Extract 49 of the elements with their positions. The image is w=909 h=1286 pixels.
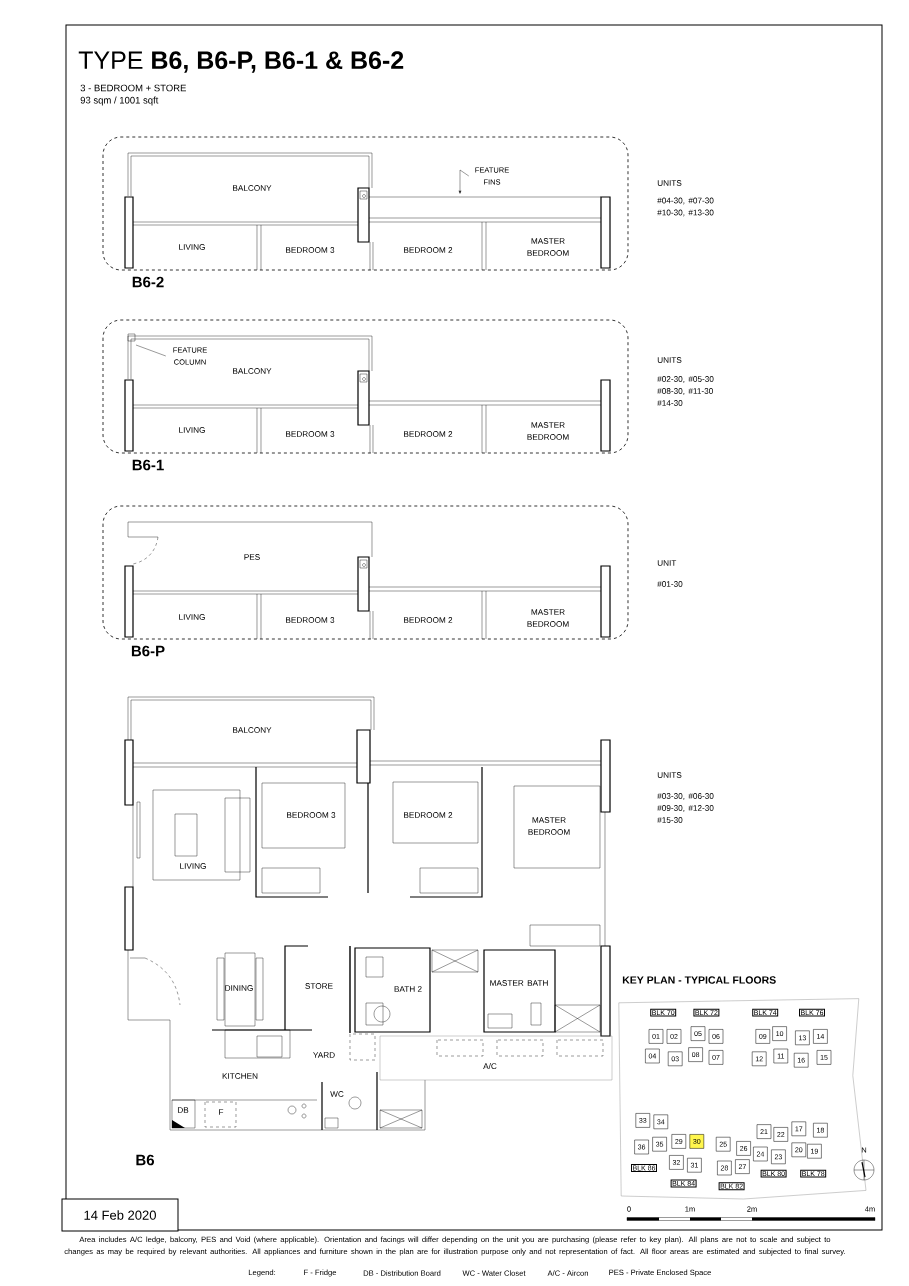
room-label: DINING: [225, 985, 253, 991]
room-label: BATH 2: [394, 986, 422, 992]
room-label: BEDROOM 2: [404, 247, 453, 253]
room-label: WC: [330, 1091, 344, 1097]
room-label: LIVING: [179, 244, 205, 250]
leader-line: [135, 344, 166, 357]
room-label: BALCONY: [233, 368, 272, 374]
room-label: MASTER BATH: [490, 980, 548, 986]
note: 93 sqm / 1001 sqft: [80, 96, 159, 106]
units-heading: UNITS: [657, 180, 682, 186]
room-label: LIVING: [179, 614, 205, 620]
arrow: [458, 169, 469, 194]
unit-list: #03-30, #06-30 #09-30, #12-30 #15-30: [657, 793, 714, 823]
room-label: BEDROOM 3: [286, 431, 335, 437]
room-label: BEDROOM 3: [286, 617, 335, 623]
room-label: MASTER BEDROOM: [527, 609, 569, 627]
key-plan-title: KEY PLAN - TYPICAL FLOORS: [622, 976, 776, 984]
room-label: BEDROOM 2: [404, 431, 453, 437]
room-label: DB: [178, 1107, 189, 1113]
room-label: BEDROOM 2: [404, 812, 453, 818]
room-label: BALCONY: [233, 185, 272, 191]
date-box: 14 Feb 2020: [61, 1198, 179, 1232]
note: 3 - BEDROOM + STORE: [80, 84, 186, 92]
room-label: A/C: [483, 1063, 497, 1069]
units-heading: UNITS: [657, 772, 682, 778]
room-label: KITCHEN: [222, 1073, 258, 1079]
room-label: YARD: [313, 1052, 335, 1058]
room-label: BEDROOM 2: [404, 617, 453, 623]
room-label: BEDROOM 3: [287, 812, 336, 818]
plan-label: B6-2: [132, 276, 164, 288]
units-heading: UNITS: [657, 357, 682, 363]
unit-list: #02-30, #05-30 #08-30, #11-30 #14-30: [657, 376, 714, 406]
room-label: LIVING: [180, 863, 206, 869]
room-label: MASTER BEDROOM: [528, 817, 570, 835]
room-label: BALCONY: [233, 727, 272, 733]
plan-label: B6-P: [131, 645, 165, 657]
room-label: F: [219, 1109, 224, 1115]
room-label: MASTER BEDROOM: [527, 238, 569, 256]
room-label: MASTER BEDROOM: [527, 422, 569, 440]
plan-label: B6: [136, 1154, 155, 1166]
unit-list: #01-30: [657, 581, 683, 587]
plan-label: B6-1: [132, 459, 164, 471]
room-label: BEDROOM 3: [286, 247, 335, 253]
room-label: LIVING: [179, 427, 205, 433]
room-label: PES: [244, 554, 260, 560]
title: TYPE B6, B6-P, B6-1 & B6-2: [78, 51, 404, 73]
units-heading: UNIT: [657, 560, 677, 566]
unit-list: #04-30, #07-30 #10-30, #13-30: [657, 197, 714, 217]
room-label: STORE: [305, 983, 333, 989]
